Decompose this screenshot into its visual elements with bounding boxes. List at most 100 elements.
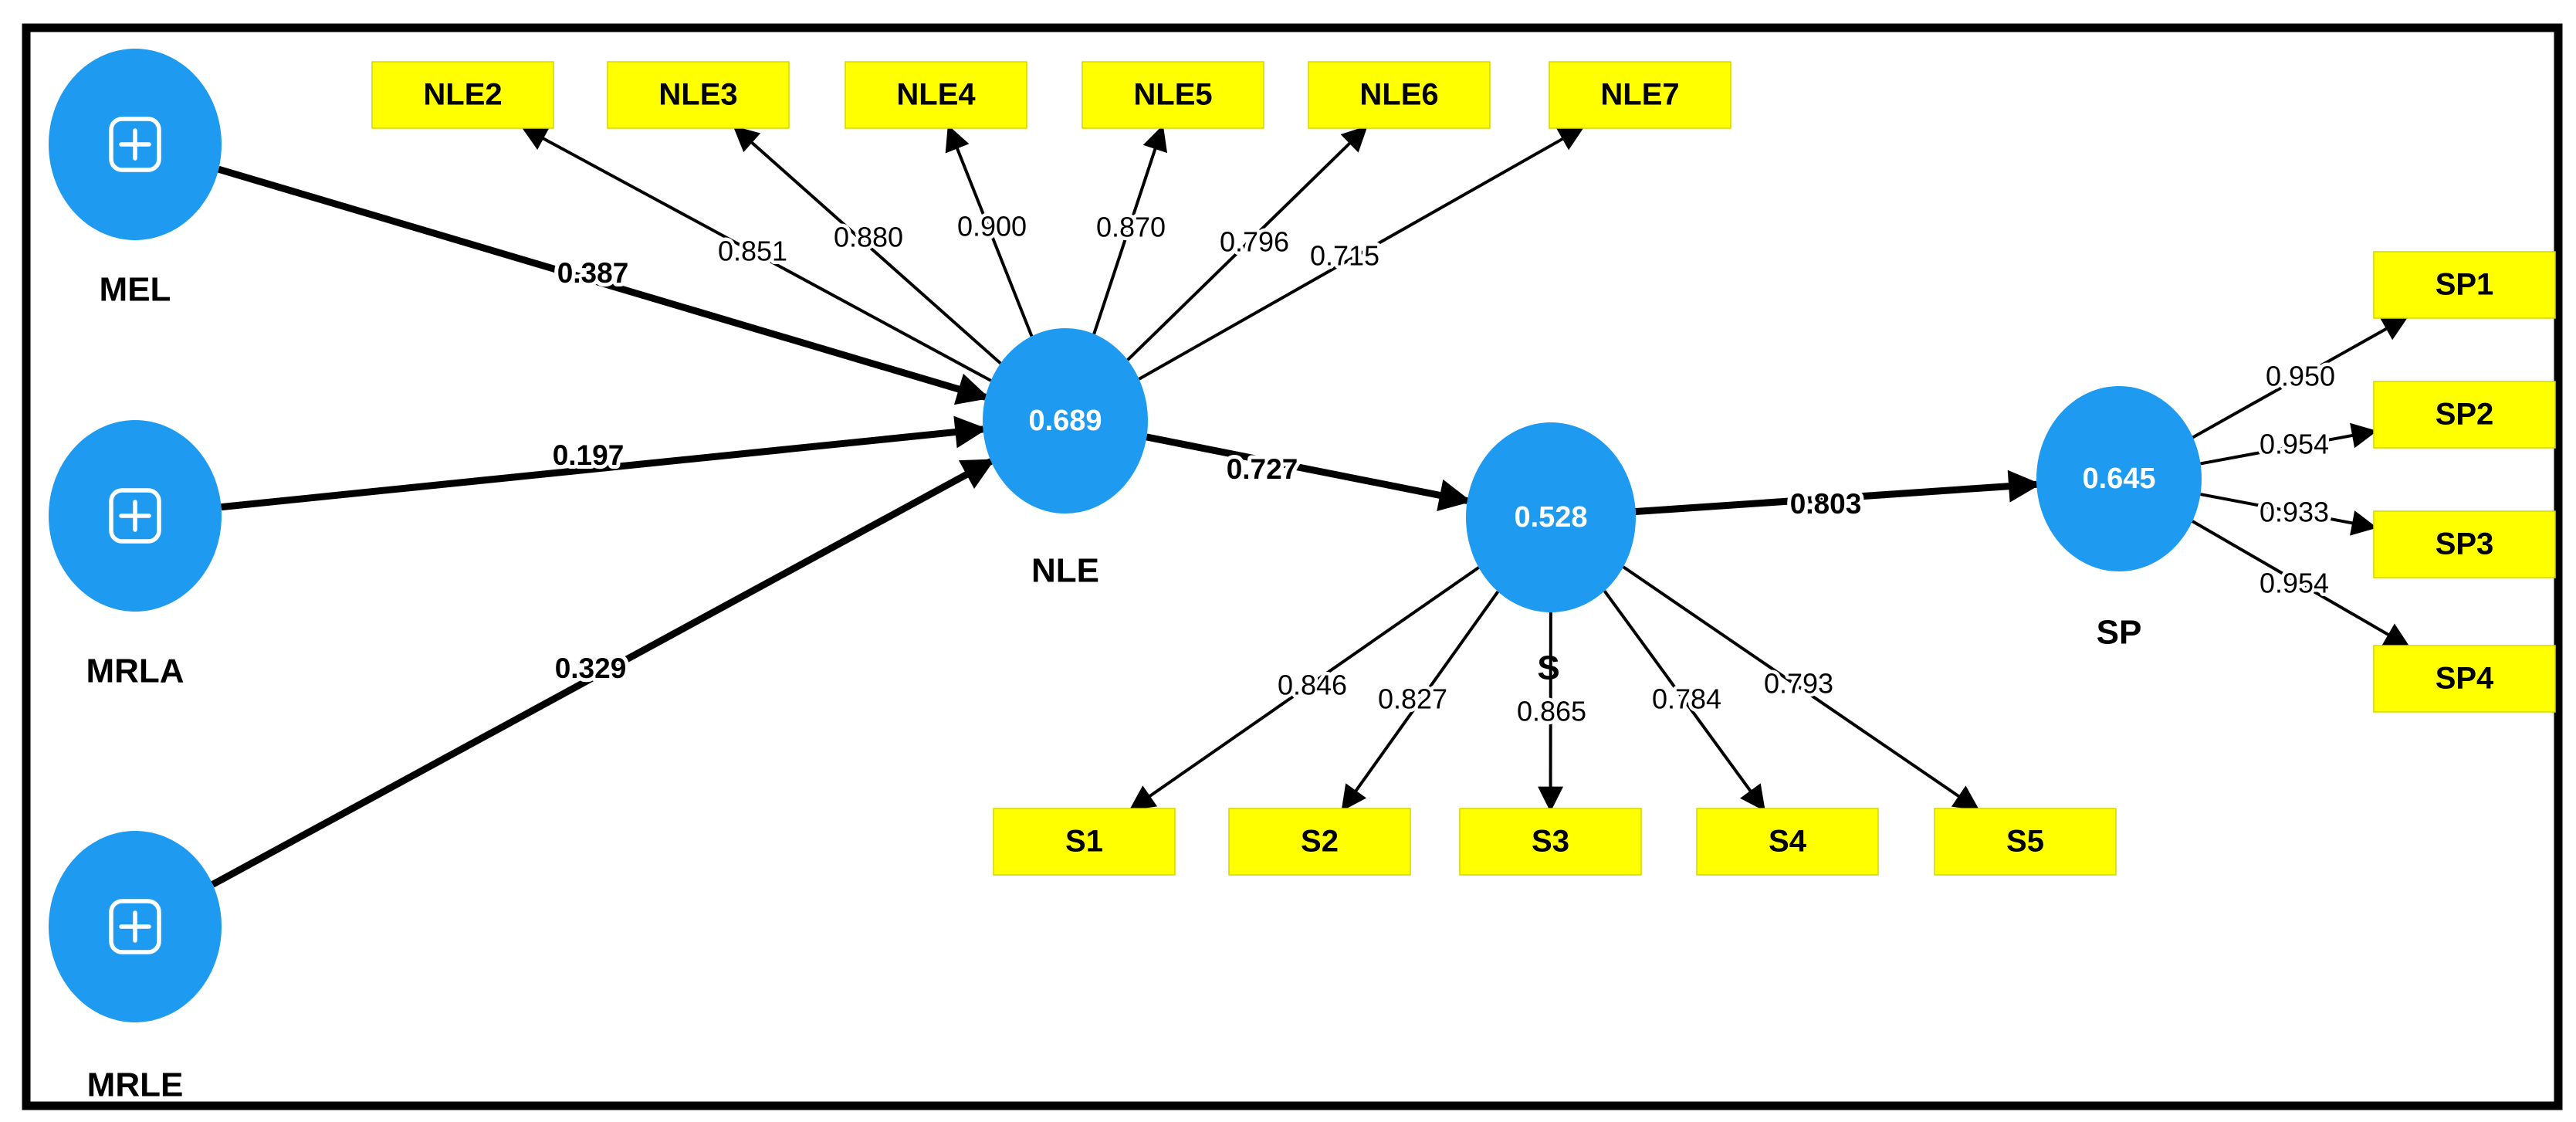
loading-value-NLE-NLE7: 0.715 — [1310, 240, 1379, 272]
indicator-rect-S4[interactable] — [1696, 808, 1879, 876]
path-coefficient-MEL-NLE: 0.387 — [557, 257, 629, 289]
plus-square-icon — [109, 899, 161, 954]
loading-value-S-S1: 0.846 — [1278, 669, 1347, 701]
indicator-SP4[interactable]: SP4 — [2373, 645, 2556, 713]
indicator-SP3[interactable]: SP3 — [2373, 510, 2556, 578]
construct-S[interactable]: 0.528 — [1466, 422, 1636, 612]
loading-arrow-NLE-NLE6 — [1126, 125, 1368, 361]
path-arrow-NLE-S — [1146, 433, 1472, 512]
indicator-label-NLE3: NLE3 — [658, 78, 737, 112]
indicator-rect-NLE7[interactable] — [1549, 61, 1731, 129]
indicator-label-S5: S5 — [2006, 825, 2044, 859]
construct-label-MRLA: MRLA — [86, 653, 184, 690]
construct-NLE[interactable]: 0.689 — [983, 328, 1148, 514]
construct-circle-S[interactable] — [1466, 422, 1636, 612]
indicator-SP1[interactable]: SP1 — [2373, 251, 2556, 319]
indicator-label-S4: S4 — [1769, 825, 1807, 859]
indicator-S1[interactable]: S1 — [993, 808, 1176, 876]
indicator-rect-S3[interactable] — [1459, 808, 1642, 876]
indicator-rect-SP2[interactable] — [2373, 381, 2556, 449]
indicator-rect-NLE5[interactable] — [1082, 61, 1264, 129]
indicator-label-SP2: SP2 — [2436, 398, 2494, 432]
indicator-label-SP4: SP4 — [2436, 662, 2494, 696]
indicator-S2[interactable]: S2 — [1228, 808, 1411, 876]
construct-MEL[interactable] — [49, 49, 222, 240]
loading-value-NLE-NLE3: 0.880 — [834, 222, 903, 253]
indicator-NLE2[interactable]: NLE2 — [371, 61, 554, 129]
construct-circle-SP[interactable] — [2036, 386, 2202, 571]
loading-value-NLE-NLE2: 0.851 — [718, 236, 787, 267]
loading-value-NLE-NLE4: 0.900 — [957, 211, 1027, 242]
indicator-label-NLE7: NLE7 — [1600, 78, 1679, 112]
construct-circle-NLE[interactable] — [983, 328, 1148, 514]
loading-arrow-S-S1 — [1129, 566, 1480, 811]
loading-arrow-NLE-NLE7 — [1138, 126, 1585, 381]
loading-value-SP-SP1: 0.950 — [2266, 361, 2335, 392]
indicator-label-S2: S2 — [1301, 825, 1339, 859]
indicator-rect-NLE4[interactable] — [845, 61, 1027, 129]
indicator-label-NLE5: NLE5 — [1133, 78, 1212, 112]
loading-value-S-S4: 0.784 — [1652, 683, 1721, 715]
loading-arrow-SP-SP3 — [2200, 493, 2378, 536]
loading-arrow-NLE-NLE4 — [945, 124, 1034, 337]
indicator-rect-SP4[interactable] — [2373, 645, 2556, 713]
loading-value-S-S5: 0.793 — [1764, 668, 1833, 700]
indicator-label-SP1: SP1 — [2436, 268, 2494, 302]
loading-value-SP-SP3: 0.933 — [2260, 497, 2329, 528]
loading-arrow-S-S4 — [1603, 590, 1765, 812]
indicator-rect-NLE3[interactable] — [607, 61, 790, 129]
indicator-SP2[interactable]: SP2 — [2373, 381, 2556, 449]
indicator-rect-SP3[interactable] — [2373, 510, 2556, 578]
path-arrow-MRLE-NLE — [211, 458, 995, 888]
path-arrow-MRLA-NLE — [221, 415, 988, 511]
path-coefficient-NLE-S: 0.727 — [1227, 453, 1298, 485]
indicator-S5[interactable]: S5 — [1934, 808, 2117, 876]
construct-r2-value-S: 0.528 — [1514, 501, 1587, 534]
construct-label-SP: SP — [2097, 614, 2142, 652]
loading-arrow-NLE-NLE5 — [1092, 124, 1168, 335]
loading-value-NLE-NLE5: 0.870 — [1096, 212, 1166, 243]
indicator-rect-S2[interactable] — [1228, 808, 1411, 876]
construct-MRLA[interactable] — [49, 420, 222, 612]
construct-label-S: S — [1537, 649, 1559, 687]
indicator-rect-S1[interactable] — [993, 808, 1176, 876]
construct-r2-value-NLE: 0.689 — [1028, 405, 1102, 437]
construct-label-NLE: NLE — [1031, 552, 1099, 590]
construct-r2-value-SP: 0.645 — [2082, 463, 2155, 495]
loading-arrow-SP-SP1 — [2192, 316, 2408, 439]
loading-arrow-NLE-NLE2 — [520, 126, 992, 382]
plus-square-icon — [109, 488, 161, 544]
indicator-NLE4[interactable]: NLE4 — [845, 61, 1027, 129]
loading-arrow-S-S2 — [1341, 591, 1500, 812]
indicator-NLE5[interactable]: NLE5 — [1082, 61, 1264, 129]
loading-value-SP-SP4: 0.954 — [2260, 568, 2329, 599]
indicator-S4[interactable]: S4 — [1696, 808, 1879, 876]
indicator-label-S3: S3 — [1532, 825, 1569, 859]
path-coefficient-MRLE-NLE: 0.329 — [555, 653, 627, 684]
construct-SP[interactable]: 0.645 — [2036, 386, 2202, 571]
construct-MRLE[interactable] — [49, 831, 222, 1022]
indicator-rect-SP1[interactable] — [2373, 251, 2556, 319]
indicator-label-NLE6: NLE6 — [1359, 78, 1438, 112]
labels-layer: 0.851 0.880 0.900 0.870 0.796 0.715 0.846 0.827… — [86, 207, 2338, 1104]
construct-label-MEL: MEL — [100, 271, 171, 309]
plus-square-icon — [109, 117, 161, 172]
indicator-NLE7[interactable]: NLE7 — [1549, 61, 1731, 129]
loading-value-NLE-NLE6: 0.796 — [1220, 226, 1289, 258]
indicator-rect-NLE6[interactable] — [1308, 61, 1491, 129]
loading-value-S-S2: 0.827 — [1378, 683, 1447, 715]
indicator-rect-NLE2[interactable] — [371, 61, 554, 129]
edges-layer — [211, 124, 2411, 888]
indicator-rect-S5[interactable] — [1934, 808, 2117, 876]
loading-arrow-SP-SP2 — [2200, 422, 2378, 466]
loading-value-SP-SP2: 0.954 — [2260, 429, 2329, 460]
path-coefficient-MRLA-NLE: 0.197 — [553, 439, 625, 471]
diagram-border — [22, 23, 2563, 1110]
indicator-NLE6[interactable]: NLE6 — [1308, 61, 1491, 129]
indicator-label-S1: S1 — [1065, 825, 1103, 859]
loading-value-S-S3: 0.865 — [1517, 696, 1586, 727]
indicator-S3[interactable]: S3 — [1459, 808, 1642, 876]
indicator-NLE3[interactable]: NLE3 — [607, 61, 790, 129]
